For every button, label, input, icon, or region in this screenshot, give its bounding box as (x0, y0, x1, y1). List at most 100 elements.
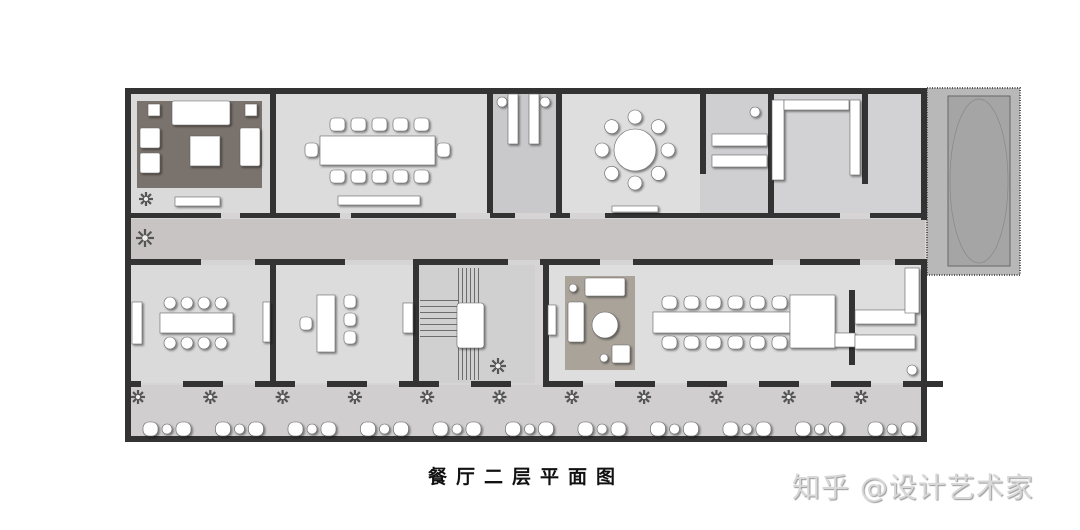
stair-tread (420, 318, 458, 319)
sofa (239, 127, 261, 167)
plant-pot (424, 394, 430, 400)
lounge-chair (215, 421, 231, 437)
plant-icon (709, 390, 724, 404)
plant-icon (347, 390, 362, 404)
chair (683, 295, 700, 310)
side-table (669, 423, 680, 435)
stall-partition (507, 93, 519, 145)
wall (413, 259, 508, 265)
lounge-chair (465, 421, 482, 437)
wall (270, 265, 276, 383)
side-table (741, 423, 753, 435)
service-counter (783, 99, 850, 111)
plant-pot (494, 362, 502, 370)
wall (759, 381, 799, 387)
corridor (131, 219, 925, 260)
room-service (772, 94, 923, 213)
chair (727, 335, 744, 350)
lounge-chair (287, 421, 304, 437)
chair (343, 294, 357, 309)
lounge-chair (142, 421, 159, 437)
chair (683, 335, 700, 350)
plant-pot (858, 394, 864, 400)
plant-pot (785, 394, 792, 400)
conference-table (319, 135, 436, 166)
chair (594, 142, 610, 158)
plant-icon (781, 390, 796, 404)
lounge-chair (795, 421, 811, 437)
wall (831, 381, 871, 387)
stair-landing (456, 302, 485, 349)
wall (413, 265, 419, 383)
stall-partition (528, 93, 540, 145)
plant-pot (207, 394, 214, 400)
sofa (171, 100, 231, 126)
wall (131, 213, 221, 218)
vanity-counter (711, 133, 768, 147)
chair (392, 169, 409, 184)
wall (921, 259, 927, 442)
wall (125, 436, 927, 442)
wall (862, 94, 868, 184)
wall (903, 381, 943, 387)
bar-counter (789, 294, 836, 349)
plan-caption: 餐厅二层平面图 (428, 466, 625, 488)
chair (371, 117, 388, 132)
stool (163, 336, 177, 350)
lounge-chair (900, 421, 917, 437)
chair (771, 335, 788, 350)
lounge-chair (722, 421, 739, 437)
console (174, 196, 221, 207)
lounge-chair (867, 421, 884, 437)
room-restroom-top (492, 94, 556, 213)
chair (749, 335, 766, 350)
chair (604, 166, 619, 181)
wall (615, 381, 655, 387)
service-counter (771, 99, 785, 181)
plant-icon (131, 390, 145, 404)
lounge-chair (683, 421, 699, 437)
wall (490, 213, 515, 218)
side-table (599, 353, 609, 363)
plant-icon (854, 390, 868, 404)
side-table (234, 423, 245, 435)
lounge-chair (538, 421, 554, 437)
lounge-chair (650, 421, 666, 437)
wall (471, 381, 511, 387)
stool (180, 336, 194, 350)
side-table (886, 423, 898, 435)
wall (550, 213, 570, 218)
chair (413, 117, 430, 132)
plant-icon (136, 229, 154, 247)
lounge-chair (505, 421, 521, 437)
lounge-chair (175, 421, 192, 437)
plant-pot (143, 196, 149, 202)
plant-icon (492, 390, 507, 404)
wall (921, 88, 927, 220)
stair-tread (420, 324, 458, 325)
chair (371, 169, 388, 184)
toilet (496, 96, 508, 108)
chair (329, 117, 346, 132)
side-table (451, 423, 463, 435)
side-table (161, 423, 173, 435)
stool (163, 296, 177, 310)
wall (556, 94, 562, 213)
coffee-table (189, 135, 221, 167)
sideboard (611, 205, 659, 213)
stair-tread (420, 336, 458, 337)
watermark: 知乎 @设计艺术家 (792, 471, 1034, 504)
chair (627, 175, 643, 191)
stool (197, 336, 211, 350)
chair (771, 295, 788, 310)
chair (705, 335, 722, 350)
chair (299, 316, 313, 331)
chair (436, 142, 451, 158)
wall (543, 381, 583, 387)
wall (131, 381, 141, 387)
wall (399, 381, 439, 387)
wall (240, 213, 340, 218)
lounge-chair (828, 421, 844, 437)
round-table (591, 311, 619, 339)
plant-icon (490, 358, 506, 374)
